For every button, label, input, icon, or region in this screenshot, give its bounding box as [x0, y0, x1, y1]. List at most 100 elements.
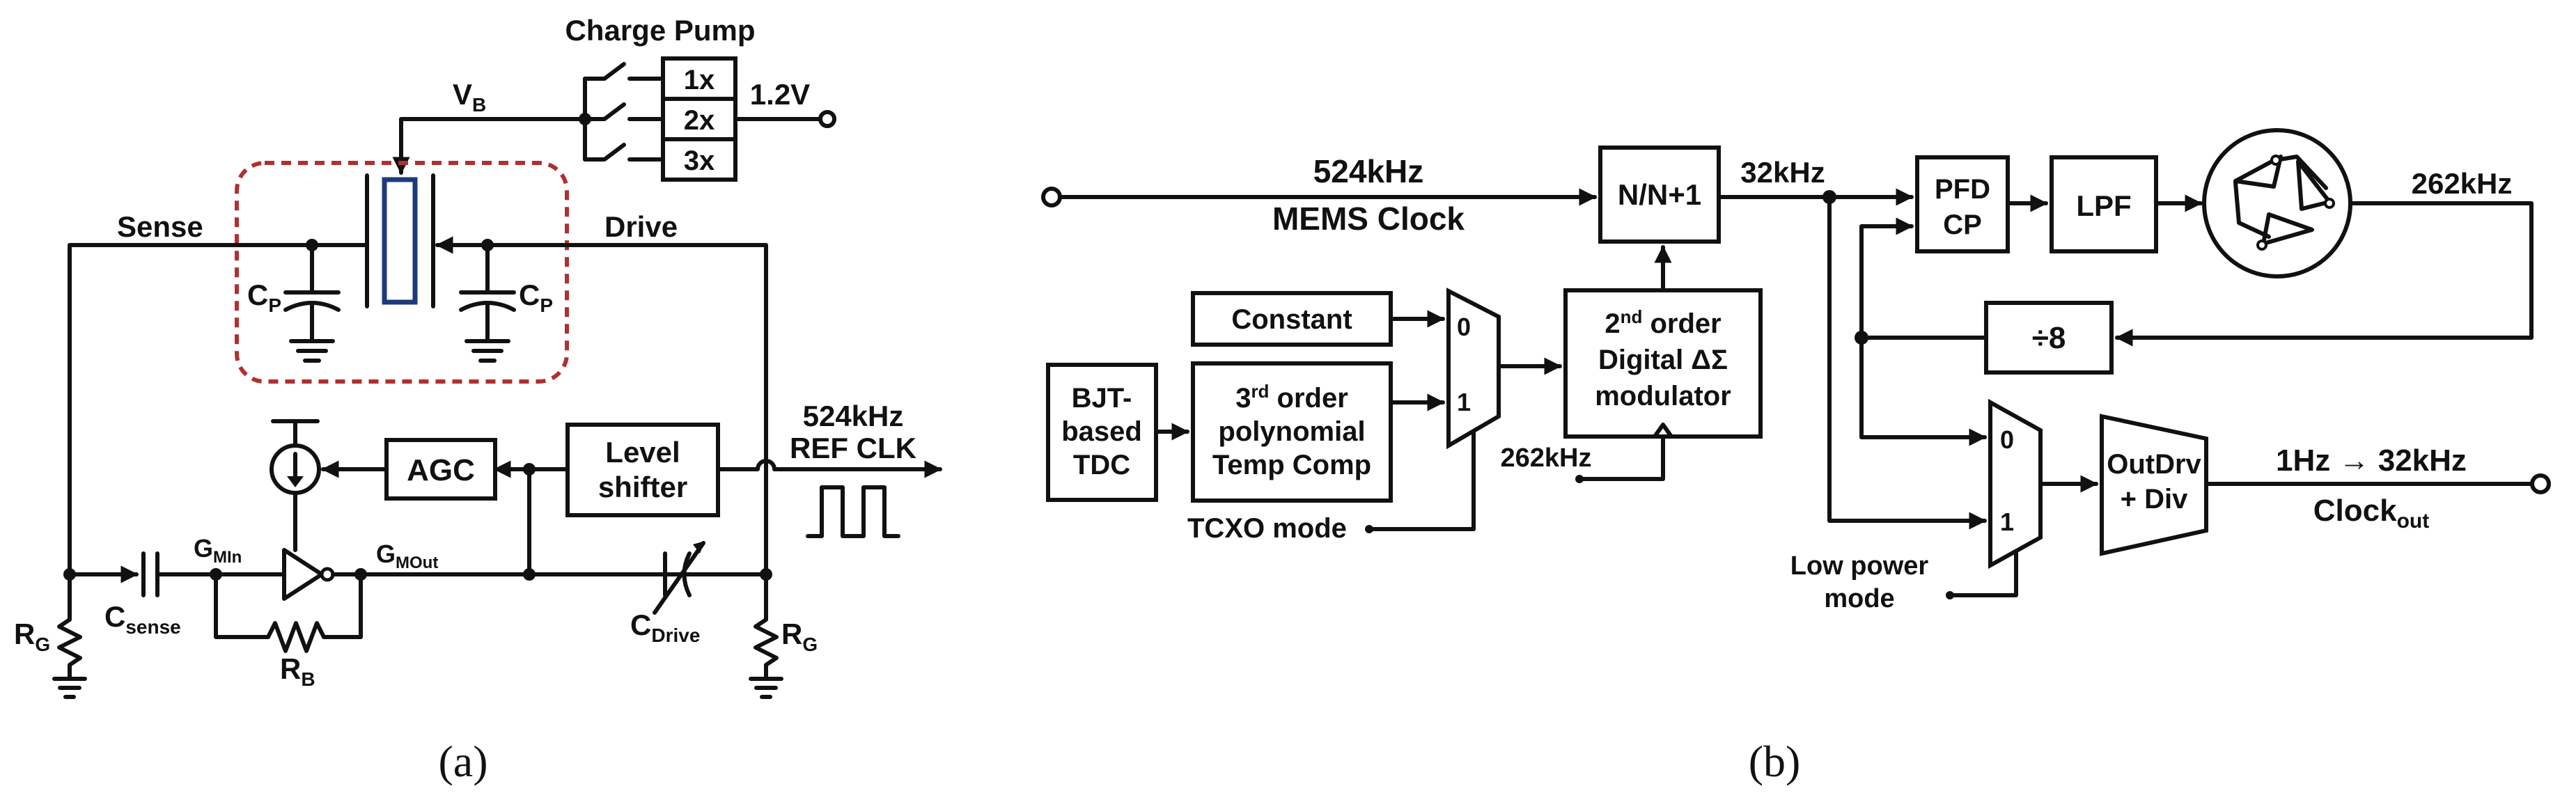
supply-terminal: [818, 110, 836, 128]
cp-right-label: CP: [519, 278, 553, 316]
low-power-line1: Low power: [1790, 551, 1929, 581]
resonator-plates: [365, 173, 435, 308]
dsm-clock-icon: [1653, 423, 1673, 439]
vb-label: VB: [453, 78, 486, 116]
bjt-line1: BJT-: [1072, 383, 1132, 414]
pfd-label: PFD: [1935, 174, 1990, 205]
mems-label: MEMS Clock: [1272, 201, 1465, 237]
ref-clk-freq: 524kHz: [803, 400, 904, 432]
level-shifter-line1: Level: [605, 436, 680, 469]
square-wave-icon: [806, 485, 900, 538]
cp-2x-label: 2x: [684, 105, 715, 136]
rg-left-label: RG: [14, 618, 50, 655]
caption-a: (a): [438, 737, 487, 786]
gmin-label: GMIn: [194, 534, 242, 567]
lpf-box: [2050, 155, 2158, 253]
csense-label: Csense: [104, 600, 181, 638]
gmout-label: GMOut: [376, 540, 438, 572]
agc-box: [384, 438, 497, 501]
dsm-clock-wire: [1577, 434, 1665, 481]
low-power-select-wire: [1948, 549, 2018, 597]
panel-a: Charge Pump 1x 2x 3x 1.2V VB Sense Drive: [14, 14, 942, 786]
mems-resonator-box: [235, 161, 569, 384]
div8-box: [1984, 301, 2114, 375]
current-source-icon: [270, 419, 321, 552]
clock-out-terminal: [2530, 473, 2551, 494]
rg-right-resistor: [749, 572, 783, 699]
dsm-line2: Digital ΔΣ: [1598, 345, 1728, 375]
divider-label: N/N+1: [1618, 178, 1701, 211]
outdrv-block: [2100, 414, 2208, 556]
clock-out-label: Clockout: [2313, 494, 2429, 533]
agc-label: AGC: [407, 453, 475, 487]
inverter-icon: [282, 548, 335, 601]
bjt-line2: based: [1061, 416, 1142, 447]
ref-clk-label: REF CLK: [790, 432, 916, 464]
poly-line1: 3rd order: [1235, 381, 1348, 414]
cdrive-label: CDrive: [630, 608, 700, 646]
mux1: [1446, 288, 1501, 450]
cp-3x-box: [661, 137, 737, 182]
sense-label: Sense: [117, 210, 203, 243]
div8-label: ÷8: [2032, 321, 2066, 355]
mux1-in0: 0: [1457, 313, 1471, 341]
rg-left-resistor: [52, 572, 87, 699]
dsm-line3: modulator: [1595, 381, 1731, 411]
mux2-in1: 1: [2000, 508, 2014, 536]
ring-oscillator-icon: [2202, 128, 2352, 278]
rb-label: RB: [280, 652, 315, 690]
vco-feedback-wire: [2115, 201, 2534, 347]
cp-left-label: CP: [247, 278, 281, 316]
constant-box: [1191, 291, 1393, 347]
bjt-line3: TDC: [1073, 450, 1130, 480]
cdrive-capacitor: [653, 541, 705, 615]
pll-to-mux2-wire: [1859, 336, 1987, 446]
ref-to-mux2-wire: [1827, 195, 1987, 530]
vb-wire: [392, 117, 587, 175]
tcxo-label: TCXO mode: [1187, 513, 1347, 544]
out-freq: 1Hz → 32kHz: [2276, 443, 2467, 478]
caption-b: (b): [1749, 737, 1801, 786]
mems-freq: 524kHz: [1313, 153, 1424, 189]
charge-pump-switches: [579, 62, 665, 162]
level-shifter-box: [565, 423, 720, 517]
ref-clk-wire: [716, 459, 942, 478]
cp-label: CP: [1943, 210, 1982, 240]
mux1-in1: 1: [1457, 388, 1471, 416]
drive-label: Drive: [604, 210, 678, 243]
mux2: [1988, 398, 2043, 570]
outdrv-line1: OutDrv: [2107, 449, 2201, 480]
pfd-cp-box: [1915, 155, 2010, 253]
dsm-line1: 2nd order: [1605, 306, 1721, 339]
freq-32k: 32kHz: [1740, 156, 1825, 189]
mems-clock-terminal: [1041, 187, 1062, 207]
panel-b: 524kHz MEMS Clock N/N+1 32kHz PFD CP LPF: [1041, 128, 2551, 786]
low-power-line2: mode: [1824, 584, 1894, 613]
constant-label: Constant: [1231, 304, 1352, 335]
poly-line3: Temp Comp: [1212, 450, 1371, 480]
rg-right-label: RG: [781, 618, 818, 655]
outdrv-line2: + Div: [2121, 484, 2188, 515]
level-shifter-line2: shifter: [598, 471, 687, 503]
mems-resonator: [382, 177, 418, 305]
cp-3x-label: 3x: [684, 146, 715, 176]
cp-1x-label: 1x: [684, 65, 715, 95]
drive-wire: [435, 236, 768, 576]
tcxo-select-wire: [1367, 430, 1476, 531]
lpf-label: LPF: [2076, 189, 2131, 222]
poly-line2: polynomial: [1218, 416, 1365, 447]
gmout-to-ls-wire: [527, 467, 570, 576]
vco-freq: 262kHz: [2412, 167, 2513, 200]
dsm-clk-label: 262kHz: [1501, 443, 1592, 473]
charge-pump-title: Charge Pump: [565, 14, 755, 47]
cp-right-capacitor: [459, 239, 516, 363]
bjt-tdc-box: [1046, 363, 1158, 502]
mux2-in0: 0: [2000, 425, 2014, 454]
cp-left-capacitor: [283, 239, 341, 363]
poly-box: [1191, 361, 1393, 503]
rb-resistor: [214, 572, 363, 653]
div8-to-pfd-wire: [1859, 217, 1988, 340]
divider-box: [1598, 146, 1721, 244]
supply-voltage: 1.2V: [750, 78, 810, 111]
